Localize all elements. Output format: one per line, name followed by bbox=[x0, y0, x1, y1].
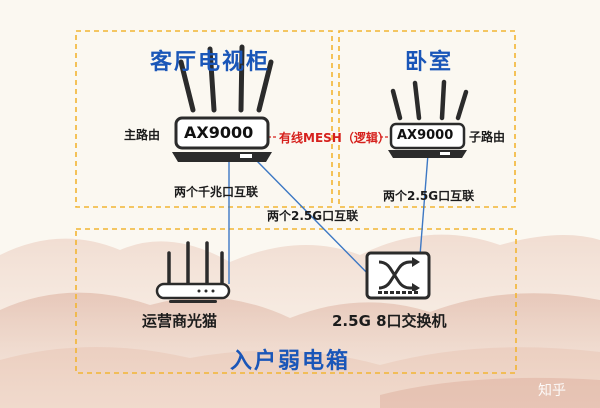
switch-label: 2.5G 8口交换机 bbox=[332, 312, 447, 330]
zone-title-weak-box: 入户弱电箱 bbox=[230, 349, 351, 374]
main-25g-link-label: 两个2.5G口互联 bbox=[267, 209, 359, 223]
sub-25g-link-label: 两个2.5G口互联 bbox=[383, 189, 475, 203]
main-25g-link-line bbox=[255, 159, 377, 283]
gigabit-link-label: 两个千兆口互联 bbox=[174, 185, 259, 199]
zone-bedroom-frame bbox=[338, 30, 516, 208]
main-router-model: AX9000 bbox=[184, 123, 254, 142]
zone-title-living-room: 客厅电视柜 bbox=[150, 50, 271, 75]
watermark: 知乎 bbox=[538, 383, 566, 399]
zone-title-bedroom: 卧室 bbox=[405, 50, 454, 75]
mesh-link-label: 有线MESH（逻辑） bbox=[279, 131, 390, 145]
zone-living-room-frame bbox=[75, 30, 333, 208]
zone-weak-box-frame bbox=[75, 228, 517, 374]
modem-label: 运营商光猫 bbox=[142, 312, 218, 330]
sub-router-label: 子路由 bbox=[469, 130, 506, 144]
main-router-label: 主路由 bbox=[124, 128, 161, 142]
sub-router-model: AX9000 bbox=[397, 128, 454, 143]
